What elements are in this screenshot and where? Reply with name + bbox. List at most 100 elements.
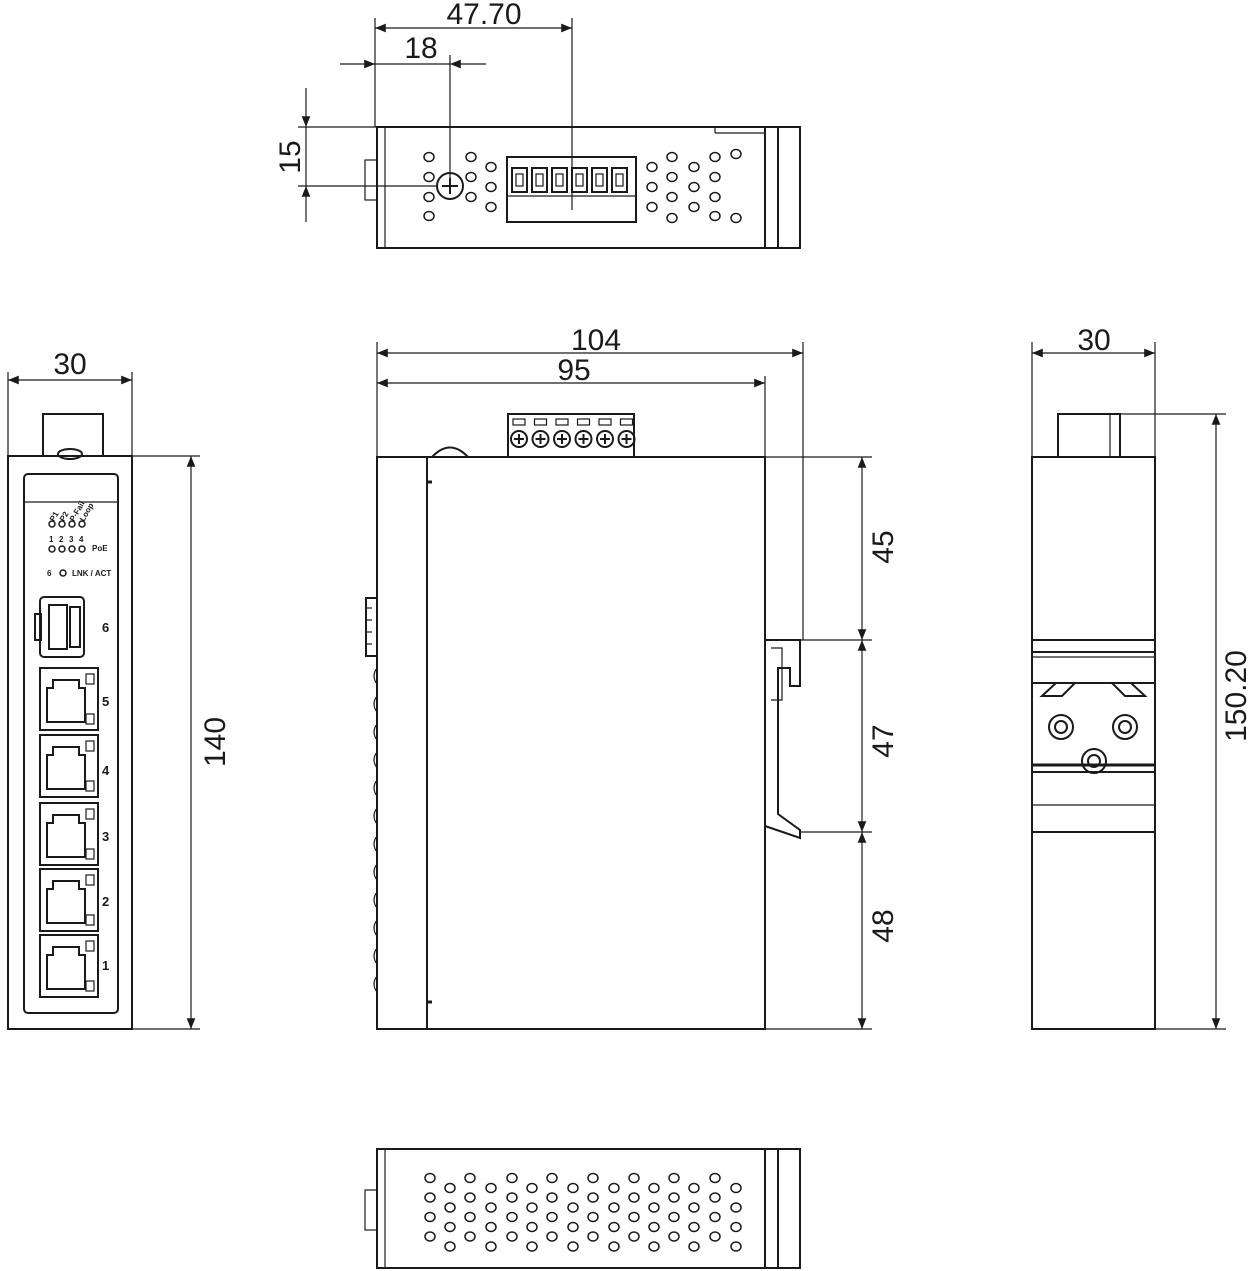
vent-hole [730, 1241, 742, 1252]
top-dimensions: 47.70 18 15 [274, 0, 573, 222]
rj45-socket [46, 946, 86, 990]
vent-hole [730, 1221, 742, 1233]
vent-hole [608, 1202, 620, 1213]
vent-hole [666, 151, 678, 163]
vent-hole [526, 1202, 538, 1213]
vent-hole [646, 201, 658, 213]
bottom-vent-holes [424, 1172, 742, 1252]
vent-hole [587, 1192, 599, 1203]
vent-hole [688, 161, 700, 173]
terminal-tab [576, 418, 591, 426]
vent-hole [709, 210, 721, 222]
terminal-screw [617, 430, 636, 448]
vent-hole [646, 161, 658, 173]
terminal-slot-inner [615, 173, 624, 187]
terminal-tab [512, 418, 526, 426]
led-number: 3 [69, 535, 74, 544]
vent-hole [506, 1192, 518, 1203]
side-ridge [373, 723, 378, 741]
port-label: 6 [102, 620, 109, 635]
terminal-slot [531, 167, 548, 193]
rj45-port-group [39, 667, 99, 998]
rear-view [1031, 413, 1156, 1030]
terminal-slots [511, 167, 628, 193]
side-ridge [373, 695, 378, 713]
status-led [48, 520, 56, 528]
port-led [85, 940, 95, 952]
vent-hole [587, 1231, 599, 1242]
side-ridge [373, 751, 378, 769]
terminal-slot-inner [595, 173, 604, 187]
vent-hole [668, 1231, 680, 1242]
bottom-view-clip [364, 1189, 378, 1231]
vent-hole [648, 1202, 660, 1213]
port-led [85, 740, 95, 752]
terminal-slot-inner [535, 173, 544, 187]
vent-hole [546, 1231, 558, 1242]
front-panel [23, 473, 119, 1014]
terminal-slot [611, 167, 628, 193]
rj45-socket [46, 814, 86, 858]
vent-hole [444, 1202, 456, 1213]
side-ridge [373, 975, 378, 993]
side-ridge [373, 807, 378, 825]
vent-hole [464, 1231, 476, 1242]
vent-hole [506, 1231, 518, 1242]
vent-hole [506, 1172, 518, 1184]
vent-hole [709, 151, 721, 163]
vent-hole [608, 1221, 620, 1233]
vent-hole [526, 1182, 538, 1194]
dim-rear-width: 30 [1077, 324, 1110, 357]
vent-hole [628, 1192, 640, 1203]
vent-hole [688, 1202, 700, 1213]
vent-hole [628, 1231, 640, 1242]
front-top-terminal [42, 413, 104, 457]
bottom-view [364, 1148, 801, 1269]
dim-top-total: 47.70 [446, 0, 521, 31]
vent-hole [688, 1221, 700, 1233]
vent-hole [424, 1172, 436, 1184]
vent-hole [688, 201, 700, 213]
vent-hole [485, 201, 497, 213]
vent-hole [444, 1241, 456, 1252]
terminal-slot [571, 167, 588, 193]
vent-hole [688, 181, 700, 193]
terminal-screw [531, 430, 550, 448]
dim-rear-height: 150.20 [1220, 650, 1249, 742]
port-led [85, 980, 95, 992]
vent-hole [648, 1182, 660, 1194]
vent-hole [465, 171, 477, 183]
vent-hole [666, 191, 678, 203]
side-view [365, 413, 801, 1030]
side-ridge [373, 919, 378, 937]
vent-hole [485, 181, 497, 193]
vent-hole [666, 212, 678, 224]
rear-dimensions: 30 150.20 [1031, 324, 1249, 1030]
poe-led [78, 545, 86, 553]
lnk-act-label: LNK / ACT [72, 569, 111, 578]
vent-hole [730, 212, 742, 224]
vent-hole [485, 1182, 497, 1194]
dim-side-body: 95 [557, 354, 590, 387]
vent-hole [485, 1202, 497, 1213]
status-led [78, 520, 86, 528]
vent-hole [444, 1221, 456, 1233]
vent-hole [567, 1202, 579, 1213]
rj45-port [39, 667, 99, 731]
dim-side-upper: 45 [867, 530, 900, 563]
terminal-tab [598, 418, 612, 426]
vent-hole [730, 1202, 742, 1213]
vent-hole [688, 1182, 700, 1194]
vent-hole [608, 1241, 620, 1252]
vent-hole [688, 1241, 700, 1252]
side-ridges [366, 607, 378, 993]
terminal-slot-inner [575, 173, 584, 187]
port-label: 4 [102, 763, 110, 778]
led-label: P1 [48, 510, 61, 523]
port-led [85, 808, 95, 820]
side-clip [365, 597, 378, 657]
vent-hole [628, 1211, 640, 1223]
vent-hole [546, 1172, 558, 1184]
dim-side-depth: 104 [571, 324, 621, 357]
side-ridge [373, 835, 378, 853]
